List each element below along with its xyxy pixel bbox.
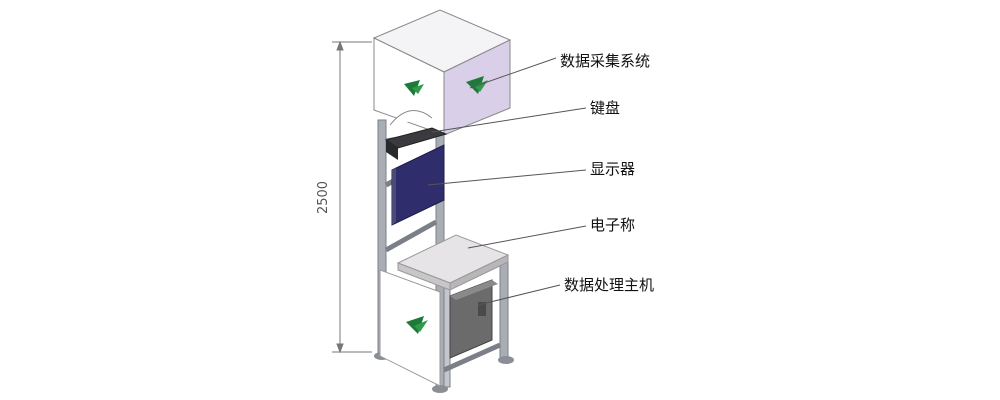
data-acquisition-box bbox=[372, 9, 512, 136]
label-data-acquisition-system: 数据采集系统 bbox=[560, 52, 651, 70]
monitor-shape bbox=[391, 144, 445, 226]
label-keyboard: 键盘 bbox=[590, 99, 621, 117]
height-dimension-label: 2500 bbox=[316, 180, 332, 215]
host-computer-shape bbox=[449, 279, 498, 359]
logo-mark-top-front bbox=[404, 80, 424, 96]
height-dimension bbox=[332, 40, 372, 354]
leader-lines bbox=[427, 57, 587, 306]
lower-cabinet bbox=[379, 269, 441, 387]
label-data-processing-host: 数据处理主机 bbox=[564, 276, 655, 294]
label-display: 显示器 bbox=[590, 160, 636, 178]
keyboard-shape bbox=[384, 127, 448, 160]
scale-shape bbox=[396, 234, 510, 291]
label-electronic-scale: 电子称 bbox=[590, 216, 636, 234]
